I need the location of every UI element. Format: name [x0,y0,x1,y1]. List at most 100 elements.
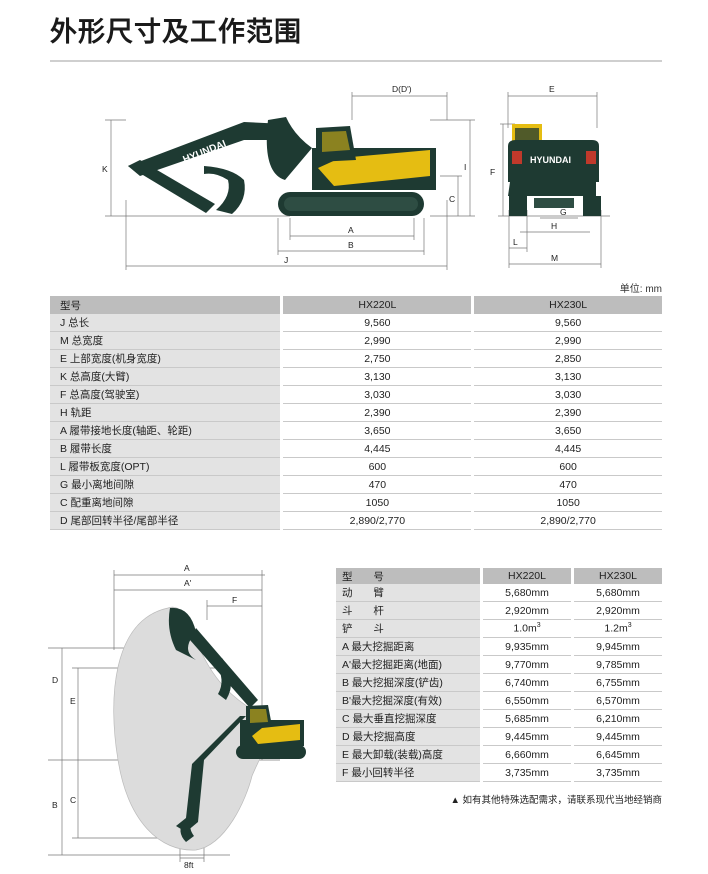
title-divider [50,60,662,62]
hx230l-value: 3,735mm [572,763,662,782]
row-label: K 总高度(大臂) [50,367,284,386]
value-text: 3,735mm [596,766,640,779]
dim-label-m: M [551,253,558,263]
dim-label-h: H [551,221,557,231]
table-header-row: 型 号 HX220L HX230L [336,568,662,584]
hx230l-value: 2,890/2,770 [472,511,662,530]
header-hx230l: HX230L [472,296,662,314]
hx220l-value: 2,990 [281,331,475,350]
row-label: A 最大挖掘距离 [336,637,483,656]
row-label: L 履带板宽度(OPT) [50,457,284,476]
unit-superscript: 3 [536,622,541,630]
row-label: B 最大挖掘深度(铲齿) [336,673,483,692]
hx230l-value: 3,130 [472,367,662,386]
value-text: 1.0m [513,622,537,635]
row-label: F 最小回转半径 [336,763,483,782]
hx230l-value: 3,650 [472,421,662,440]
dim-label-b: B [348,240,354,250]
table-row: 斗 杆 2,920mm 2,920mm [336,601,662,620]
value-text: 9,935mm [505,640,549,653]
hx230l-value: 9,445mm [572,727,662,746]
footnote: ▲ 如有其他特殊选配需求，请联系现代当地经销商 [450,795,662,806]
rear-brand-text: HYUNDAI [530,155,571,165]
hx230l-value: 6,645mm [572,745,662,764]
value-text: 2,920mm [505,604,549,617]
range-label-c: C [70,795,76,805]
hx230l-value: 4,445 [472,439,662,458]
table-row: A 最大挖掘距离 9,935mm 9,945mm [336,637,662,656]
header-hx230l: HX230L [572,568,662,584]
hx230l-value: 3,030 [472,385,662,404]
value-text: 9,445mm [505,730,549,743]
dim-label-k: K [102,164,108,174]
hx220l-value: 3,650 [281,421,475,440]
row-label: B'最大挖掘深度(有效) [336,691,483,710]
hx220l-value: 9,770mm [481,655,574,674]
dim-label-i: I [464,162,466,172]
row-label: 斗 杆 [336,601,483,620]
range-label-f: F [232,595,237,605]
row-label: D 尾部回转半径/尾部半径 [50,511,284,530]
value-text: 9,445mm [596,730,640,743]
excavator-side-view: HYUNDAI [128,117,436,216]
value-text: 6,645mm [596,748,640,761]
hx220l-value: 4,445 [281,439,475,458]
hx220l-value: 2,750 [281,349,475,368]
hx230l-value: 2,850 [472,349,662,368]
value-text: 5,680mm [596,586,640,599]
top-dimension-lines [105,92,610,270]
dim-label-j: J [284,255,288,265]
row-label: D 最大挖掘高度 [336,727,483,746]
dim-label-g: G [560,207,567,217]
hx220l-value: 9,935mm [481,637,574,656]
range-label-b: B [52,800,58,810]
value-text: 5,685mm [505,712,549,725]
hx230l-value: 600 [472,457,662,476]
hx220l-value: 6,660mm [481,745,574,764]
value-text: 2,920mm [596,604,640,617]
hx230l-value: 2,920mm [572,601,662,620]
table-row: D 最大挖掘高度 9,445mm 9,445mm [336,727,662,746]
hx220l-value: 2,390 [281,403,475,422]
hx220l-value: 1.0m3 [481,619,574,638]
hx230l-value: 470 [472,475,662,494]
hx230l-value: 9,785mm [572,655,662,674]
header-model: 型号 [50,296,284,314]
value-text: 9,945mm [596,640,640,653]
hx230l-value: 2,990 [472,331,662,350]
hx220l-value: 5,680mm [481,584,574,602]
hx230l-value: 6,755mm [572,673,662,692]
hx230l-value: 1050 [472,493,662,512]
page-title: 外形尺寸及工作范围 [50,17,302,48]
hx220l-value: 2,890/2,770 [281,511,475,530]
working-range-diagram [48,570,306,862]
row-label: A'最大挖掘距离(地面) [336,655,483,674]
dim-label-e: E [549,84,555,94]
header-model: 型 号 [336,568,483,584]
hx230l-value: 9,945mm [572,637,662,656]
dim-label-d: D(D') [392,84,412,94]
header-hx220l: HX220L [281,296,475,314]
range-label-a: A [184,563,190,573]
row-label: G 最小离地间隙 [50,475,284,494]
